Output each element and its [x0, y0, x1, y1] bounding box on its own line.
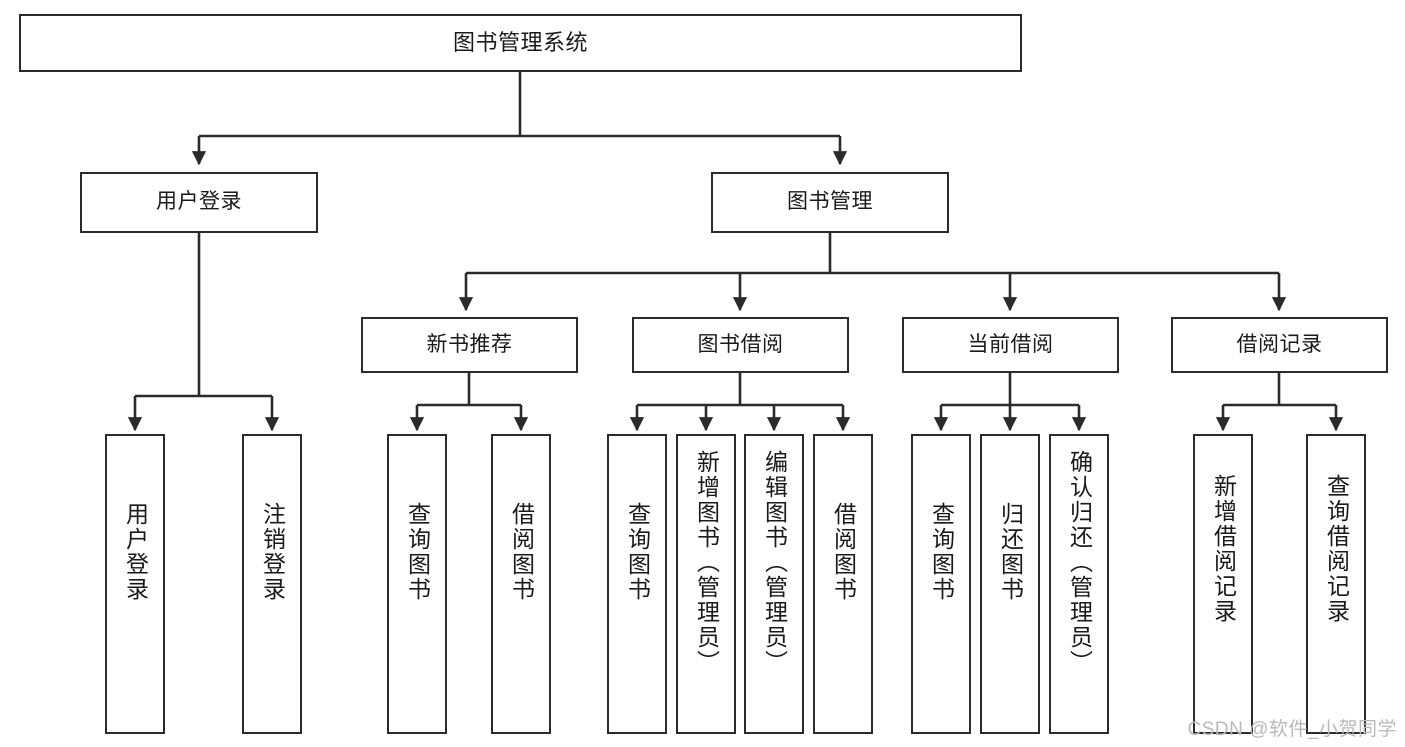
- leaf-edit-book[interactable]: 编辑图书（管理员）: [744, 434, 804, 734]
- leaf-query-book-3[interactable]: 查询图书: [911, 434, 971, 734]
- leaf-user-login-label: 用户登录: [122, 502, 149, 602]
- leaf-confirm-return-label: 确认归还（管理员）: [1066, 450, 1093, 675]
- csdn-watermark: CSDN @软件_小贺同学: [1187, 719, 1397, 740]
- leaf-confirm-return[interactable]: 确认归还（管理员）: [1049, 434, 1109, 734]
- node-current-borrow-label: 当前借阅: [967, 332, 1054, 356]
- leaf-borrow-book-2[interactable]: 借阅图书: [813, 434, 873, 734]
- leaf-borrow-book-1-label: 借阅图书: [508, 502, 535, 602]
- leaf-edit-book-label: 编辑图书（管理员）: [761, 450, 788, 675]
- leaf-user-login[interactable]: 用户登录: [105, 434, 165, 734]
- leaf-query-book-2[interactable]: 查询图书: [607, 434, 667, 734]
- leaf-return-book-label: 归还图书: [997, 502, 1024, 602]
- leaf-logout-label: 注销登录: [259, 502, 286, 602]
- node-root[interactable]: 图书管理系统: [19, 14, 1022, 72]
- leaf-query-record[interactable]: 查询借阅记录: [1306, 434, 1366, 734]
- leaf-add-book[interactable]: 新增图书（管理员）: [676, 434, 736, 734]
- leaf-borrow-book-2-label: 借阅图书: [830, 502, 857, 602]
- leaf-query-book-2-label: 查询图书: [624, 502, 651, 602]
- leaf-query-book-1-label: 查询图书: [404, 502, 431, 602]
- node-current-borrow[interactable]: 当前借阅: [902, 317, 1119, 373]
- leaf-query-book-1[interactable]: 查询图书: [387, 434, 447, 734]
- leaf-return-book[interactable]: 归还图书: [980, 434, 1040, 734]
- leaf-add-book-label: 新增图书（管理员）: [693, 450, 720, 675]
- node-book-borrow-label: 图书借阅: [697, 332, 784, 356]
- leaf-query-book-3-label: 查询图书: [928, 502, 955, 602]
- node-book-manage-label: 图书管理: [787, 190, 873, 214]
- node-borrow-record[interactable]: 借阅记录: [1171, 317, 1388, 373]
- leaf-logout[interactable]: 注销登录: [242, 434, 302, 734]
- leaf-query-record-label: 查询借阅记录: [1323, 474, 1350, 624]
- leaf-borrow-book-1[interactable]: 借阅图书: [491, 434, 551, 734]
- node-root-label: 图书管理系统: [452, 30, 588, 56]
- node-book-manage[interactable]: 图书管理: [711, 172, 949, 233]
- node-borrow-record-label: 借阅记录: [1236, 332, 1323, 356]
- leaf-add-record-label: 新增借阅记录: [1210, 474, 1237, 624]
- node-book-borrow[interactable]: 图书借阅: [632, 317, 849, 373]
- leaf-add-record[interactable]: 新增借阅记录: [1193, 434, 1253, 734]
- node-user-login[interactable]: 用户登录: [80, 172, 318, 233]
- node-user-login-label: 用户登录: [156, 190, 242, 214]
- node-new-book-rec[interactable]: 新书推荐: [361, 317, 578, 373]
- node-new-book-rec-label: 新书推荐: [426, 332, 513, 356]
